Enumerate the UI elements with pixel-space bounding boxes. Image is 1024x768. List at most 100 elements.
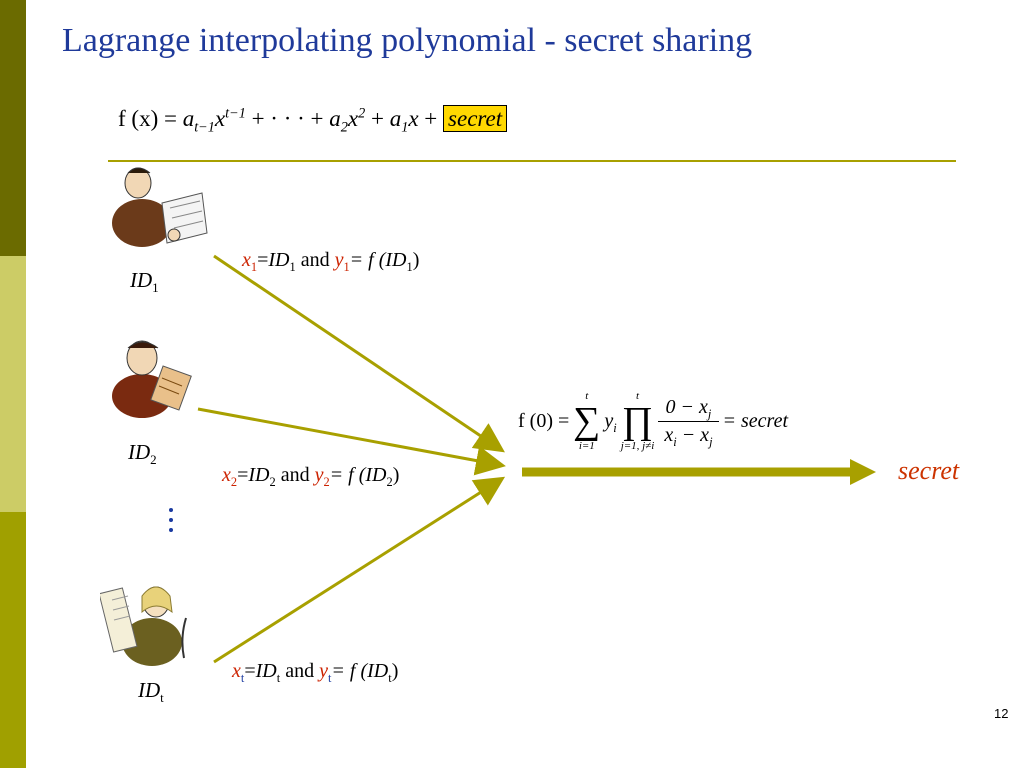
y-var: y (314, 464, 324, 486)
arrow-from-idt (213, 476, 506, 664)
denominator-b-sub: j (709, 434, 713, 449)
close-paren: ) (391, 660, 399, 682)
formula-lhs: f (0) = (518, 409, 570, 432)
pi-symbol: ∏ (621, 400, 654, 442)
divider-line (108, 160, 956, 162)
x-var: x (242, 249, 251, 271)
poly-plus: + (424, 106, 438, 131)
formula-rhs: = secret (722, 409, 789, 432)
x-sub: 1 (250, 260, 258, 274)
fid-sub: 1 (406, 260, 413, 274)
denominator-minus: − x (681, 423, 710, 446)
more-participants-ellipsis (166, 508, 176, 538)
id-text: ID (138, 678, 161, 702)
id-sub: t (160, 690, 164, 706)
x-var: x (232, 660, 241, 682)
poly-var: x (347, 106, 359, 131)
poly-coef: a (329, 106, 341, 131)
close-paren: ) (412, 249, 420, 271)
f-eq: = f ( (349, 249, 386, 271)
fid-sub: 2 (386, 475, 393, 489)
poly-middle: + · · · + (251, 106, 324, 131)
eq: = (257, 249, 269, 271)
id-text: ID (130, 268, 153, 292)
denominator-a-sub: i (673, 434, 677, 449)
poly-coef: a (182, 106, 195, 131)
f-eq: = f ( (331, 660, 368, 682)
poly-sub: 1 (401, 119, 409, 136)
participant-label-1: ID1 (130, 268, 159, 296)
sum-operator: t ∑ i=1 (573, 390, 600, 452)
participant-label-t: IDt (138, 678, 164, 706)
secret-output-label: secret (898, 456, 960, 485)
man-writing-icon (112, 340, 192, 418)
numerator-sub: j (707, 406, 712, 421)
numerator: 0 − x (665, 395, 708, 418)
id-sub: 2 (269, 475, 276, 489)
y-sub: 1 (343, 260, 350, 274)
bar-segment-mid (0, 512, 26, 768)
prod-bottom: j=1, j≠i (620, 440, 655, 452)
poly-plus: + (370, 106, 384, 131)
poly-coef: a (389, 106, 402, 131)
output-arrow-head (850, 459, 876, 485)
sum-top: t (585, 390, 589, 402)
poly-sub: 2 (340, 119, 348, 136)
bar-segment-light (0, 256, 26, 512)
y-sub: 2 (323, 475, 330, 489)
share-pair-t: xt=IDt and yt= f (IDt) (232, 660, 399, 685)
id-sub: 2 (150, 452, 157, 468)
id-var: ID (248, 464, 270, 486)
id-var: ID (255, 660, 277, 682)
x-var: x (222, 464, 231, 486)
fid-var: ID (365, 464, 387, 486)
lagrange-formula: f (0) = t ∑ i=1 yi t ∏ j=1, j≠i 0 − xj x… (518, 390, 788, 452)
arrow-from-id2 (197, 407, 506, 476)
participant-label-2: ID2 (128, 440, 157, 468)
secret-highlight: secret (443, 105, 508, 132)
id-sub: t (276, 671, 281, 685)
share-pair-1: x1=ID1 and y1= f (ID1) (242, 249, 420, 274)
sigma-symbol: ∑ (573, 400, 601, 442)
prod-top: t (635, 390, 640, 402)
product-operator: t ∏ j=1, j≠i (621, 390, 655, 452)
poly-var: x (408, 106, 419, 131)
fid-var: ID (367, 660, 389, 682)
id-sub: 1 (152, 280, 159, 296)
y-var: y (604, 409, 614, 432)
eq: = (244, 660, 256, 682)
poly-exp: 2 (358, 105, 366, 122)
page-number: 12 (994, 706, 1009, 721)
bar-segment-dark (0, 0, 26, 256)
denominator-a: x (664, 423, 674, 446)
y-var: y (319, 660, 328, 682)
x-sub: t (240, 671, 245, 685)
f-eq: = f ( (329, 464, 366, 486)
polynomial-equation: f (x) = at−1xt−1 + · · · + a2x2 + a1x + … (118, 105, 508, 135)
id-sub: 1 (289, 260, 296, 274)
slide-title: Lagrange interpolating polynomial - secr… (62, 22, 753, 59)
and-text: and (280, 464, 310, 486)
eq: = (237, 464, 249, 486)
poly-sub: t−1 (194, 119, 215, 136)
businessman-reading-icon (112, 167, 208, 247)
y-sub: t (327, 671, 332, 685)
y-sub: i (613, 420, 617, 435)
id-text: ID (128, 440, 151, 464)
fid-sub: t (388, 671, 392, 685)
poly-lhs: f (x) = (118, 106, 177, 131)
and-text: and (285, 660, 315, 682)
id-var: ID (268, 249, 290, 271)
close-paren: ) (392, 464, 400, 486)
poly-exp: t−1 (225, 105, 246, 122)
x-sub: 2 (230, 475, 238, 489)
fid-var: ID (385, 249, 407, 271)
sum-bottom: i=1 (578, 440, 595, 452)
arrow-from-id1 (213, 254, 505, 453)
lagrange-fraction: 0 − xj xi − xj (658, 395, 719, 449)
share-pair-2: x2=ID2 and y2= f (ID2) (222, 464, 400, 489)
poly-var: x (214, 106, 226, 131)
and-text: and (300, 249, 330, 271)
woman-reading-icon (100, 586, 187, 666)
